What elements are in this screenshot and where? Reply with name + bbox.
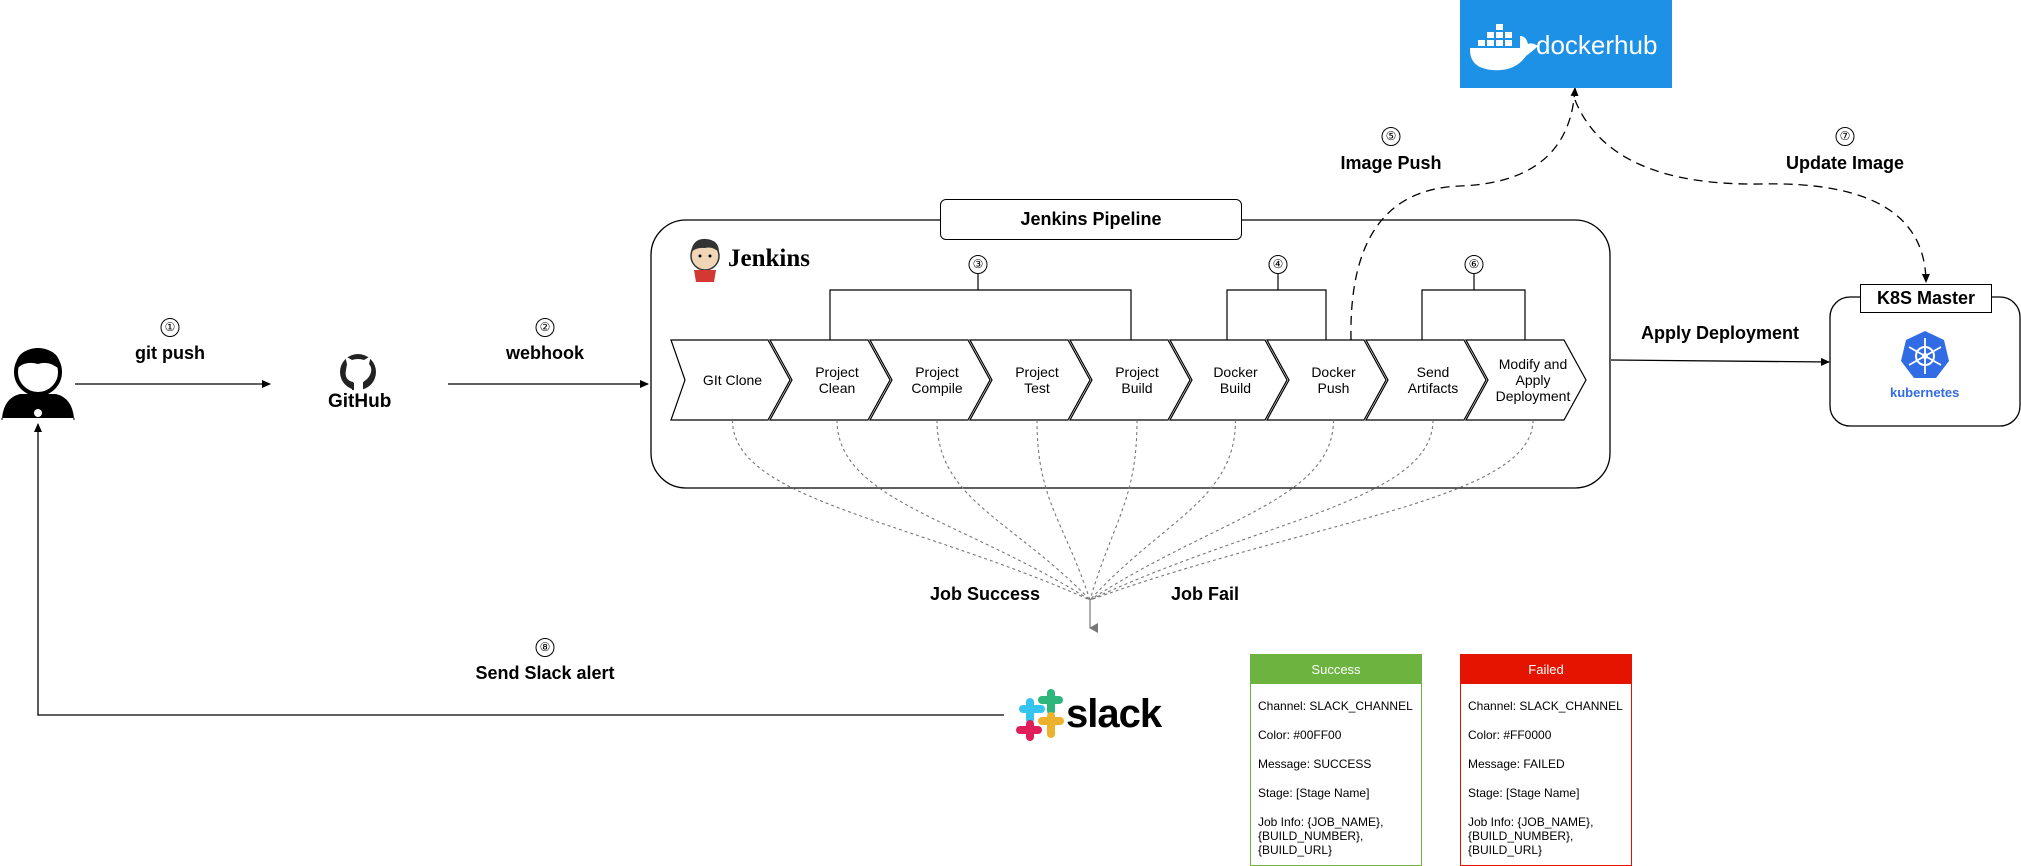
stage-result-curve-9 <box>1089 419 1534 601</box>
developer-icon <box>1 348 75 420</box>
stage-chevron-9 <box>1464 339 1587 421</box>
jenkins-logo-text: Jenkins <box>728 245 810 272</box>
step-4-number: ④ <box>1268 255 1288 274</box>
k8s-master-title: K8S Master <box>1860 284 1992 313</box>
success-card-channel: Channel: SLACK_CHANNEL <box>1258 699 1413 713</box>
success-card-title: Success <box>1251 655 1421 684</box>
step-2-number: ② <box>535 318 555 337</box>
jenkins-pipeline-title: Jenkins Pipeline <box>940 199 1242 240</box>
docker-whale-icon-overlay <box>1470 24 1538 71</box>
stage-result-curve-7 <box>1089 419 1335 601</box>
stage-label-9: Modify and Apply Deployment <box>1495 356 1571 404</box>
github-octocat-icon <box>340 354 376 390</box>
step-2-label: webhook <box>505 343 585 363</box>
stage-chevron-3 <box>868 339 991 421</box>
step-8-number: ⑧ <box>535 638 555 657</box>
dockerhub-logo-text: dockerhub <box>1536 30 1658 60</box>
stage-chevron-6 <box>1168 339 1288 421</box>
failed-card-job-info: Job Info: {JOB_NAME}, {BUILD_NUMBER}, {B… <box>1468 815 1594 857</box>
image-push-arrow <box>1350 87 1579 341</box>
success-card-stage: Stage: [Stage Name] <box>1258 786 1370 800</box>
job-success-label: Job Success <box>929 584 1041 604</box>
success-card-job-info: Job Info: {JOB_NAME}, {BUILD_NUMBER}, {B… <box>1258 815 1384 857</box>
success-card-color: Color: #00FF00 <box>1258 728 1342 742</box>
slack-logo-text: slack <box>1066 692 1162 736</box>
stage-label-8: Send Artifacts <box>1407 364 1459 396</box>
stage-result-curve-2 <box>836 419 1091 601</box>
step-1-number: ① <box>160 318 180 337</box>
stage-result-curve-4 <box>1036 419 1091 601</box>
kubernetes-logo-text: kubernetes <box>1890 385 1960 400</box>
step-5-number: ⑤ <box>1381 127 1401 146</box>
apply-deployment-label: Apply Deployment <box>1640 323 1800 343</box>
stage-result-curve-6 <box>1089 419 1237 601</box>
stage-label-6: Docker Build <box>1213 364 1258 396</box>
stage-label-2: Project Clean <box>815 364 859 396</box>
stage-chevron-1 <box>670 339 791 421</box>
failed-card-channel: Channel: SLACK_CHANNEL <box>1468 699 1623 713</box>
step-7-label: Update Image <box>1785 153 1905 173</box>
job-result-curves <box>731 419 1534 601</box>
update-image-arrow <box>1574 99 1930 283</box>
success-card-message: Message: SUCCESS <box>1258 757 1372 771</box>
step-5-label: Image Push <box>1340 153 1442 173</box>
stage-chevron-2 <box>768 339 891 421</box>
kubernetes-helm-icon <box>1901 331 1949 378</box>
slack-alert-arrow <box>34 423 1004 716</box>
slack-failed-card: Failed Channel: SLACK_CHANNEL Color: #FF… <box>1460 654 1632 866</box>
stage-label-3: Project Compile <box>911 364 963 396</box>
step-7-number: ⑦ <box>1835 127 1855 146</box>
pipeline-stages <box>670 339 1587 421</box>
job-fail-label: Job Fail <box>1170 584 1240 604</box>
stage-result-curve-8 <box>1089 419 1434 601</box>
failed-card-title: Failed <box>1461 655 1631 684</box>
stage-chevron-4 <box>968 339 1091 421</box>
github-logo-text: GitHub <box>328 391 392 412</box>
jenkins-butler-icon <box>690 238 720 282</box>
stage-chevron-8 <box>1364 339 1487 421</box>
failed-card-message: Message: FAILED <box>1468 757 1565 771</box>
step-1-label: git push <box>135 343 205 363</box>
stage-result-curve-5 <box>1089 419 1138 601</box>
stage-label-7: Docker Push <box>1311 364 1356 396</box>
stage-label-5: Project Build <box>1115 364 1159 396</box>
step-3-number: ③ <box>968 255 988 274</box>
step-8-label: Send Slack alert <box>475 663 615 683</box>
stage-result-curve-1 <box>731 419 1091 601</box>
stage-chevron-7 <box>1265 339 1387 421</box>
stage-label-4: Project Test <box>1015 364 1059 396</box>
stage-label-1: GIt Clone <box>702 372 763 388</box>
failed-card-color: Color: #FF0000 <box>1468 728 1552 742</box>
apply-deployment-arrow <box>1610 357 1830 366</box>
failed-card-stage: Stage: [Stage Name] <box>1468 786 1580 800</box>
slack-success-card: Success Channel: SLACK_CHANNEL Color: #0… <box>1250 654 1422 866</box>
step-6-number: ⑥ <box>1464 255 1484 274</box>
slack-hash-icon <box>1016 689 1064 741</box>
stage-chevron-5 <box>1068 339 1191 421</box>
dockerhub-logo <box>1460 0 1672 88</box>
